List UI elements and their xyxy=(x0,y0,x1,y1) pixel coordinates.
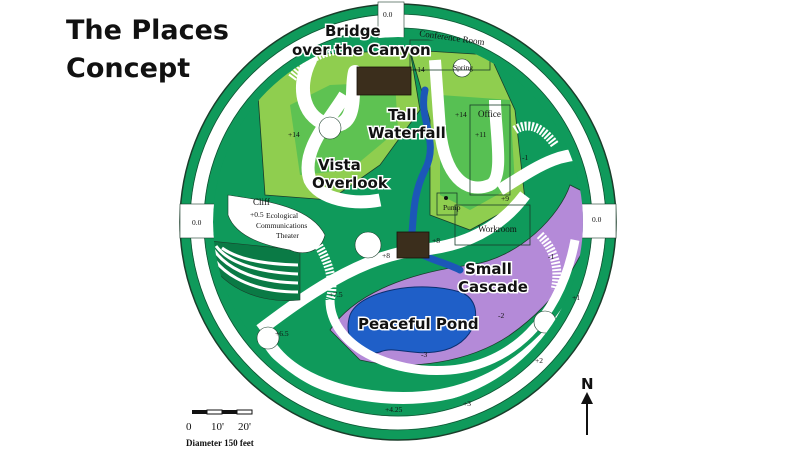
label-vista-2: Overlook xyxy=(312,174,389,192)
north-label: N xyxy=(581,375,594,393)
title-line-1: The Places xyxy=(66,15,230,46)
inner-south-path xyxy=(325,239,580,376)
title-line-2: Concept xyxy=(66,53,191,84)
label-pump: Pump xyxy=(443,203,461,212)
label-workroom: Workroom xyxy=(478,224,517,234)
node-vista xyxy=(318,116,342,140)
label-waterfall-2: Waterfall xyxy=(368,124,446,142)
elev-minus1-upper: -1 xyxy=(522,153,528,162)
label-waterfall-1: Tall xyxy=(388,106,417,124)
node-center xyxy=(354,231,382,259)
elev-cliff: +0.5 xyxy=(250,210,264,219)
stairs-east xyxy=(512,121,559,148)
elev-left: 0.0 xyxy=(192,218,202,227)
elev-bridge: +14 xyxy=(413,65,425,74)
label-bridge-1: Bridge xyxy=(325,22,381,40)
lower-bridge xyxy=(396,231,430,259)
east-path xyxy=(496,148,583,196)
label-theater-2: Communications xyxy=(256,221,307,230)
pump-house xyxy=(436,192,458,216)
elev-plus6-5: +6.5 xyxy=(275,329,289,338)
elev-plus7-5: +7.5 xyxy=(329,290,343,299)
label-vista-1: Vista xyxy=(318,156,361,174)
elev-plus8-left: +8 xyxy=(382,251,390,260)
label-cliff: Cliff xyxy=(253,197,270,207)
elev-right: 0.0 xyxy=(592,215,602,224)
label-theater-3: Theater xyxy=(276,231,299,240)
spring-node xyxy=(452,58,472,78)
label-spring: Spring xyxy=(453,63,473,72)
label-office: Office xyxy=(478,109,501,119)
cliff-area xyxy=(227,194,326,254)
elev-plus1: +1 xyxy=(572,293,580,302)
elev-plus2: +2 xyxy=(535,356,543,365)
bridge-over-canyon xyxy=(356,66,412,96)
elev-top: 0.0 xyxy=(383,10,393,19)
elev-plus9: +9 xyxy=(501,194,509,203)
label-cascade-1: Small xyxy=(465,260,512,278)
label-bridge-2: over the Canyon xyxy=(292,41,431,59)
office-building xyxy=(469,104,511,196)
label-cascade-2: Cascade xyxy=(458,278,528,296)
elev-office-left: +14 xyxy=(455,110,467,119)
stairs-southwest xyxy=(311,237,337,302)
scale-bar: 0 10' 20' Diameter 150 feet xyxy=(186,409,254,448)
elev-plus3: +3 xyxy=(463,399,471,408)
north-entry-path xyxy=(377,1,405,43)
map-title: The Places Concept xyxy=(66,12,229,88)
elev-minus3: -3 xyxy=(421,350,427,359)
elev-minus1-lower: -1 xyxy=(548,252,554,261)
stream xyxy=(406,86,464,274)
scale-tick-20: 20' xyxy=(238,421,251,433)
elev-office-right: +11 xyxy=(475,130,487,139)
node-west xyxy=(256,326,280,350)
office-path xyxy=(429,59,505,194)
scale-caption: Diameter 150 feet xyxy=(186,438,254,448)
scale-tick-10: 10' xyxy=(211,421,224,433)
elev-minus2: -2 xyxy=(498,311,504,320)
elev-plus8-right: +8 xyxy=(432,236,440,245)
label-theater-1: Ecological xyxy=(266,211,298,220)
scale-tick-0: 0 xyxy=(186,421,192,433)
workroom-building xyxy=(454,204,531,246)
east-entry-path xyxy=(579,203,617,239)
stairs-cascade xyxy=(536,231,562,292)
elev-plus4-25: +4.25 xyxy=(385,405,403,414)
north-arrow: N xyxy=(581,375,594,435)
label-pond: Peaceful Pond xyxy=(358,315,479,333)
stairs-northwest xyxy=(288,45,341,81)
elev-vista: +14 xyxy=(288,130,300,139)
